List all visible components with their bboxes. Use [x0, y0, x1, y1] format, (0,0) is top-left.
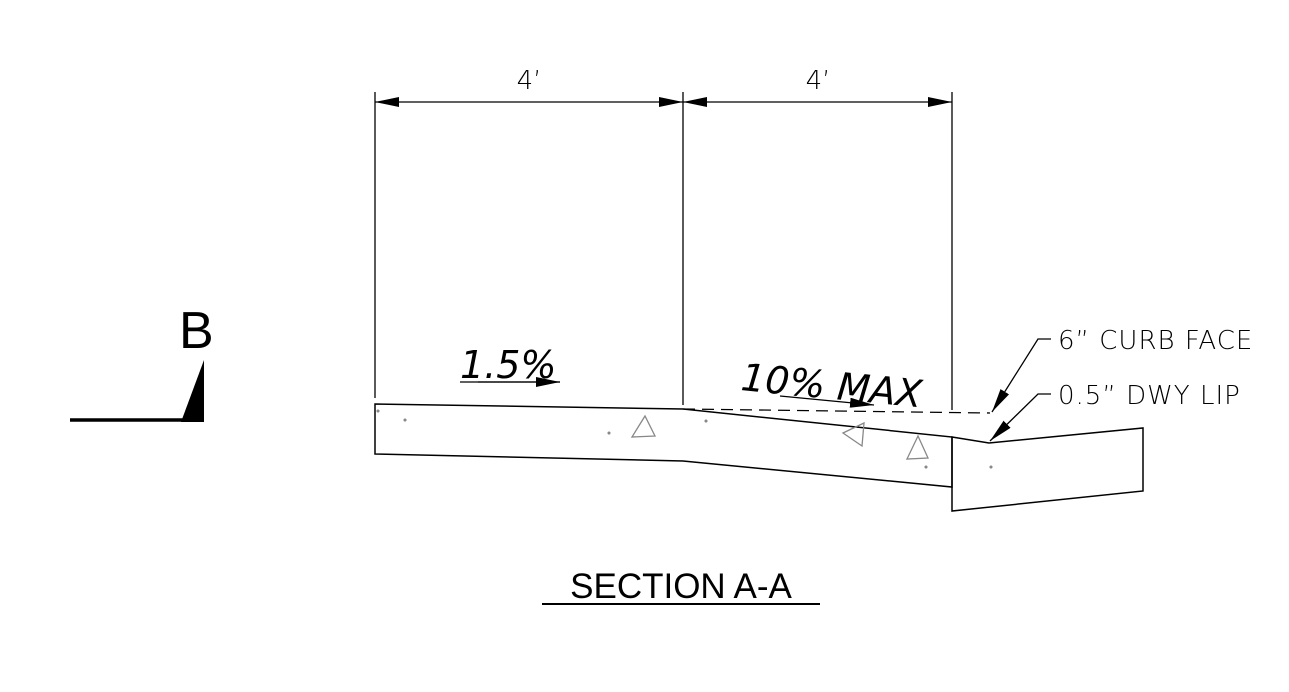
extension-lines	[374, 92, 953, 410]
section-marker-arrowhead	[181, 360, 204, 422]
aggregate-triangle	[630, 414, 657, 438]
concrete-section	[374, 403, 1144, 512]
curb-face-callout: 6” CURB FACE	[1058, 326, 1253, 356]
aggregate-triangle	[841, 421, 865, 448]
section-cut-marker: B	[70, 302, 214, 422]
aggregate-dot	[607, 431, 611, 435]
sidewalk-slab	[374, 403, 953, 488]
gutter-block	[951, 427, 1144, 512]
section-title: SECTION A-A	[570, 567, 792, 606]
slope-label-right: 10% MAX	[739, 355, 925, 416]
slope-label-left: 1.5%	[460, 343, 557, 387]
dimension-label-left: 4’	[517, 66, 542, 96]
aggregate-dot	[376, 409, 380, 413]
slope-arrow-right	[779, 395, 875, 408]
section-marker-letter: B	[179, 302, 214, 360]
dwy-lip-leader	[989, 393, 1051, 442]
callout-leaders	[989, 338, 1051, 442]
aggregate-dot	[403, 418, 407, 422]
dwy-lip-callout: 0.5” DWY LIP	[1058, 381, 1241, 411]
aggregate-dot	[924, 465, 928, 469]
curb-face-leader	[991, 338, 1051, 413]
aggregate-dot	[989, 465, 993, 469]
dashed-grade-line	[682, 408, 991, 414]
aggregate-triangle	[905, 434, 929, 460]
dimension-label-right: 4’	[806, 66, 831, 96]
aggregate-dot	[704, 419, 708, 423]
aggregate-symbols	[376, 409, 993, 469]
